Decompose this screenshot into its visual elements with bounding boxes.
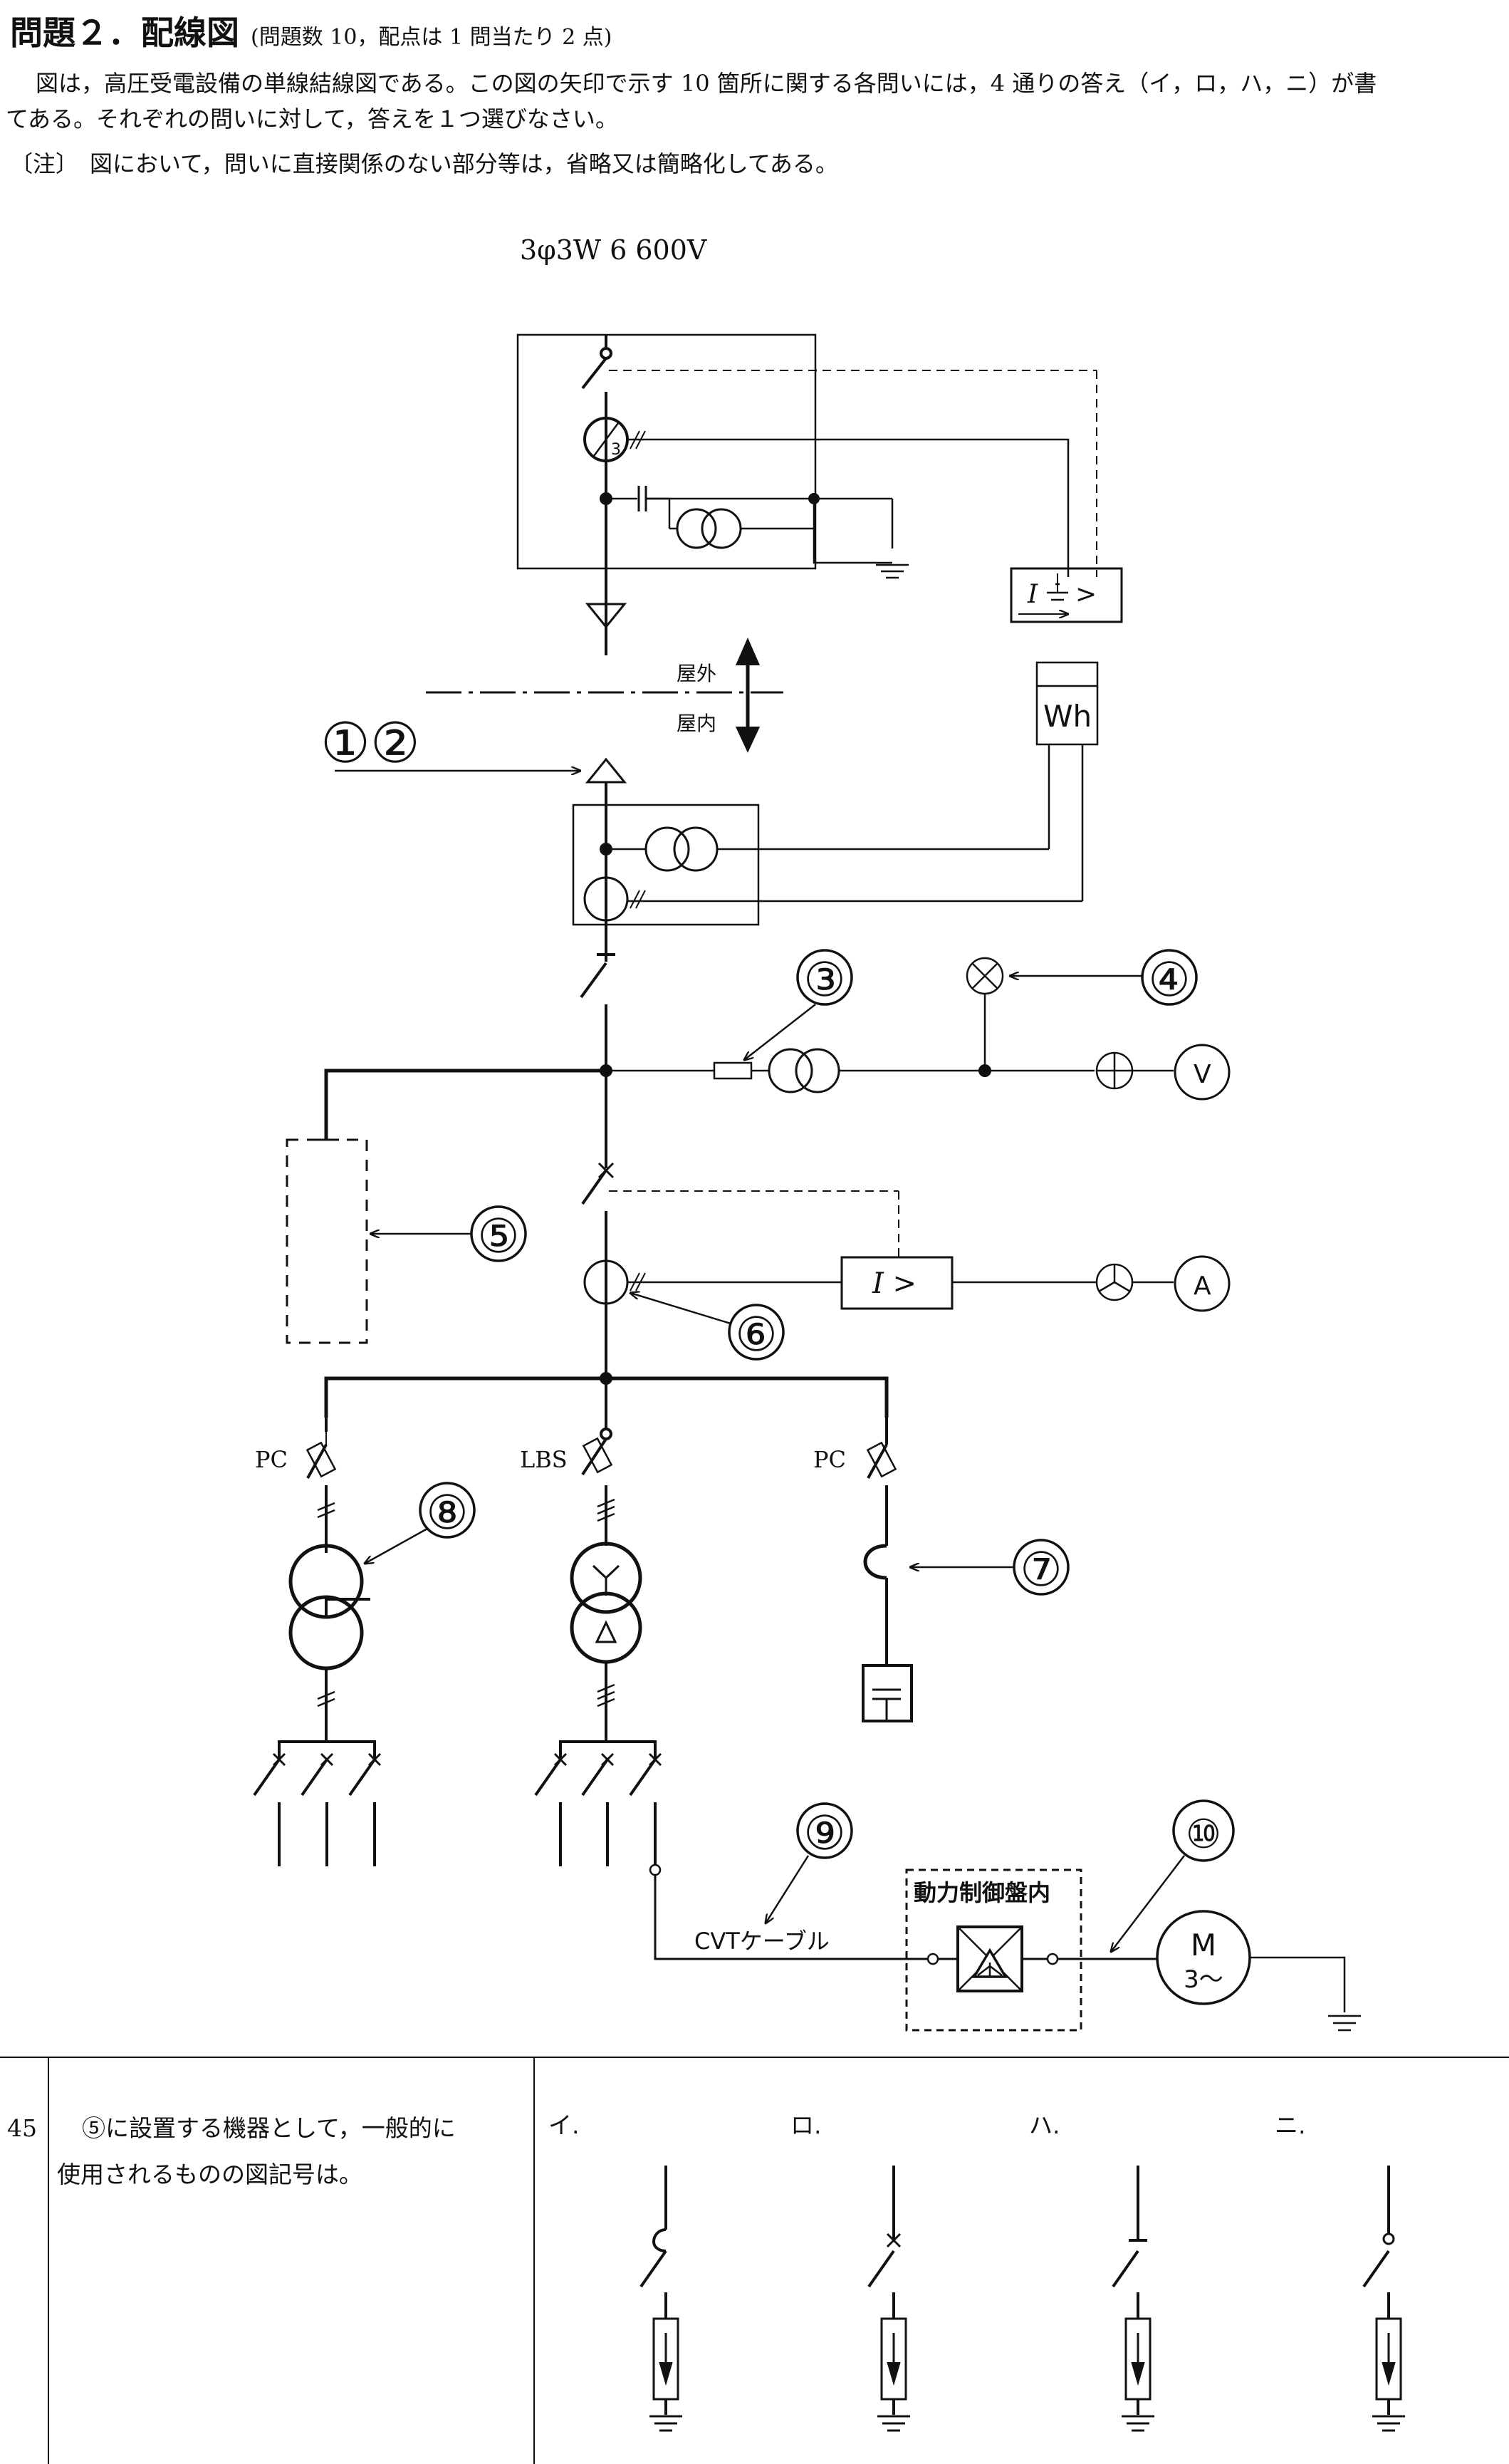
cable-head-outdoor — [585, 603, 627, 629]
starter-symbol — [957, 1926, 1023, 1992]
note-text: 〔注〕 図において，問いに直接関係のない部分等は，省略又は簡略化してある。 — [10, 150, 838, 177]
voltmeter-label: V — [1194, 1060, 1211, 1089]
pc-left-label: PC — [255, 1446, 288, 1473]
marker-7: ⑦ — [1020, 1542, 1062, 1597]
mccb-group-middle — [534, 1752, 662, 1866]
oc-relay-label: I > — [872, 1267, 917, 1300]
placeholder-box-5 — [286, 1138, 368, 1344]
vt-circle-1 — [768, 1048, 813, 1093]
series-reactor — [863, 1544, 887, 1580]
wh-label: Wh — [1043, 699, 1092, 734]
intro-line-2: てある。それぞれの問いに対して，答えを１つ選びなさい。 — [6, 105, 618, 132]
ds-switch — [580, 962, 607, 999]
choice-label-ha: ハ. — [1029, 2111, 1060, 2139]
cvt-label: CVTケーブル — [694, 1928, 830, 1955]
voltmeter — [1174, 1044, 1231, 1101]
vcb-switch — [581, 1169, 607, 1205]
arrow-8 — [365, 1527, 428, 1564]
marker-10: ⑩ — [1186, 1811, 1221, 1858]
svg-text:>: > — [1075, 580, 1097, 609]
indoor-label: 屋内 — [677, 712, 716, 735]
outdoor-label: 屋外 — [677, 662, 716, 685]
choice-label-ro: ロ. — [790, 2111, 822, 2139]
wh-meter — [1035, 661, 1099, 746]
choice-symbol-ha[interactable] — [1112, 2166, 1154, 2432]
arrow-6 — [630, 1293, 731, 1325]
choice-label-i: イ. — [548, 2111, 580, 2139]
as-symbol — [1095, 1263, 1134, 1301]
ground-symbol-pas — [876, 563, 909, 579]
vct-vt-circle-2 — [673, 826, 719, 872]
lbs-middle — [581, 1378, 615, 1546]
ground-symbol-motor — [1328, 2015, 1361, 2032]
pc-right-label: PC — [813, 1446, 846, 1473]
title-main: 問題２．配線図 — [10, 14, 239, 52]
svg-text:3: 3 — [611, 441, 621, 459]
question-text-line-2: 使用されるものの図記号は。 — [57, 2161, 362, 2188]
title-subtitle: (問題数 10，配点は 1 問当たり 2 点) — [251, 25, 612, 50]
pas-switch — [581, 335, 612, 655]
intro-line-1: 図は，高圧受電設備の単線結線図である。この図の矢印で示す 10 箇所に関する各問… — [36, 70, 1377, 97]
page-title: 問題２．配線図 (問題数 10，配点は 1 問当たり 2 点) — [10, 7, 612, 54]
zpd-symbol — [606, 486, 815, 549]
marker-6: ⑥ — [735, 1307, 777, 1362]
up-down-arrow — [735, 638, 761, 753]
motor-control-panel — [905, 1868, 1082, 2032]
marker-5: ⑤ — [477, 1209, 519, 1264]
lamp-symbol — [966, 957, 1004, 995]
arrow-9 — [766, 1855, 810, 1923]
choice-symbol-ro[interactable] — [867, 2166, 910, 2432]
marker-8: ⑧ — [426, 1485, 468, 1540]
vct-ct-circle — [583, 876, 629, 922]
pc-left — [306, 1418, 337, 1553]
marker-4: ④ — [1148, 952, 1190, 1007]
cvt-cable — [654, 1875, 928, 1960]
vs-symbol — [1095, 1051, 1134, 1090]
panel-label: 動力制御盤内 — [914, 1879, 1050, 1906]
ammeter — [1174, 1255, 1231, 1312]
three-phase-transformer — [570, 1542, 642, 1664]
motor-label: M — [1191, 1928, 1216, 1963]
choice-symbol-ni[interactable] — [1362, 2166, 1405, 2432]
motor-sub-label: 3〜 — [1184, 1965, 1223, 1994]
question-text-line-1: ⑤に設置する機器として，一般的に — [82, 2114, 456, 2142]
mccb-group-left — [253, 1752, 382, 1866]
supply-label: 3φ3W 6 600V — [520, 234, 707, 266]
vt-circle-2 — [795, 1048, 840, 1093]
pc-right — [866, 1418, 897, 1546]
vct-vt-circle-1 — [644, 826, 690, 872]
pas-box — [516, 333, 817, 570]
choice-symbol-i[interactable] — [639, 2166, 682, 2432]
cable-head-indoor — [585, 757, 627, 784]
cvt-terminal — [649, 1863, 662, 1876]
marker-1-2: ①② — [320, 712, 420, 776]
arrow-3 — [744, 1004, 816, 1060]
choice-label-ni: ニ. — [1275, 2111, 1306, 2139]
vt-fuse — [713, 1061, 753, 1080]
arrow-10 — [1111, 1855, 1185, 1952]
lbs-label: LBS — [520, 1446, 568, 1473]
gr-relay-box — [1010, 567, 1123, 623]
svg-text:I: I — [1027, 580, 1038, 609]
marker-9: ⑨ — [803, 1806, 845, 1861]
marker-3: ③ — [803, 952, 845, 1007]
single-phase-transformer — [288, 1544, 370, 1670]
vct-box — [572, 804, 760, 926]
ammeter-label: A — [1194, 1272, 1211, 1301]
question-number: 45 — [7, 2114, 37, 2142]
gr-relay-symbol: I > — [1018, 573, 1097, 614]
